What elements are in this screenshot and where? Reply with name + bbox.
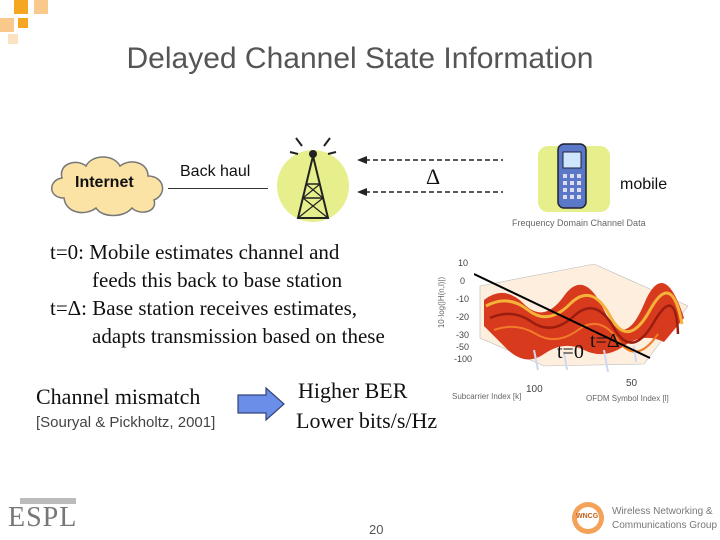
- right-arrow-icon: [237, 386, 285, 422]
- z-tick: -30: [456, 330, 470, 340]
- wncg-line-2: Communications Group: [612, 520, 718, 531]
- espl-logo: ESPL: [6, 494, 86, 534]
- slide-title: Delayed Channel State Information: [126, 42, 594, 75]
- plot-title: Frequency Domain Channel Data: [512, 218, 646, 228]
- x-label-left: Subcarrier Index [k]: [452, 392, 522, 401]
- z-tick: -10: [456, 294, 470, 304]
- x-label-right: OFDM Symbol Index [l]: [586, 394, 669, 403]
- page-number: 20: [369, 522, 384, 537]
- backhaul-line: [168, 188, 268, 189]
- x-tick-left: 100: [526, 384, 543, 395]
- wncg-badge-text: WNCG: [576, 513, 599, 520]
- base-station-icon: [277, 137, 349, 222]
- z-tick: -20: [456, 312, 470, 322]
- t0-label: t=0: [557, 341, 584, 363]
- z-tick: -100: [454, 354, 473, 364]
- higher-ber-label: Higher BER: [298, 378, 408, 403]
- tdelta-label: t=Δ: [590, 330, 620, 352]
- surface-mesh: [474, 263, 689, 373]
- corner-decoration: [0, 0, 60, 45]
- plot-zlabel: 10·log(|H(n,l)|): [437, 276, 447, 329]
- internet-label: Internet: [75, 174, 134, 191]
- body-line-4: adapts transmission based on these: [92, 324, 385, 348]
- mobile-label: mobile: [620, 176, 668, 193]
- lower-bits-label: Lower bits/s/Hz: [296, 408, 438, 433]
- wncg-seal-icon: [572, 502, 604, 534]
- z-tick: 0: [460, 276, 466, 286]
- channel-surface-plot: Frequency Domain Channel Data 10·log(|H(…: [430, 218, 690, 408]
- body-line-2: feeds this back to base station: [92, 268, 343, 292]
- z-tick: -50: [456, 342, 470, 352]
- z-tick: 10: [458, 258, 469, 268]
- wncg-line-1: Wireless Networking &: [612, 506, 713, 517]
- citation: [Souryal & Pickholtz, 2001]: [36, 414, 216, 431]
- feedback-arrows: [357, 156, 503, 196]
- backhaul-label: Back haul: [180, 163, 251, 180]
- delta-label: Δ: [426, 164, 441, 189]
- body-line-3: t=Δ: Base station receives estimates,: [50, 296, 358, 320]
- espl-logo-text: ESPL: [8, 502, 78, 533]
- body-line-1: t=0: Mobile estimates channel and: [50, 240, 340, 264]
- mobile-phone-icon: [538, 143, 610, 212]
- channel-mismatch-label: Channel mismatch: [36, 384, 201, 409]
- x-tick-right: 50: [626, 378, 638, 389]
- cloud-icon: [51, 156, 164, 217]
